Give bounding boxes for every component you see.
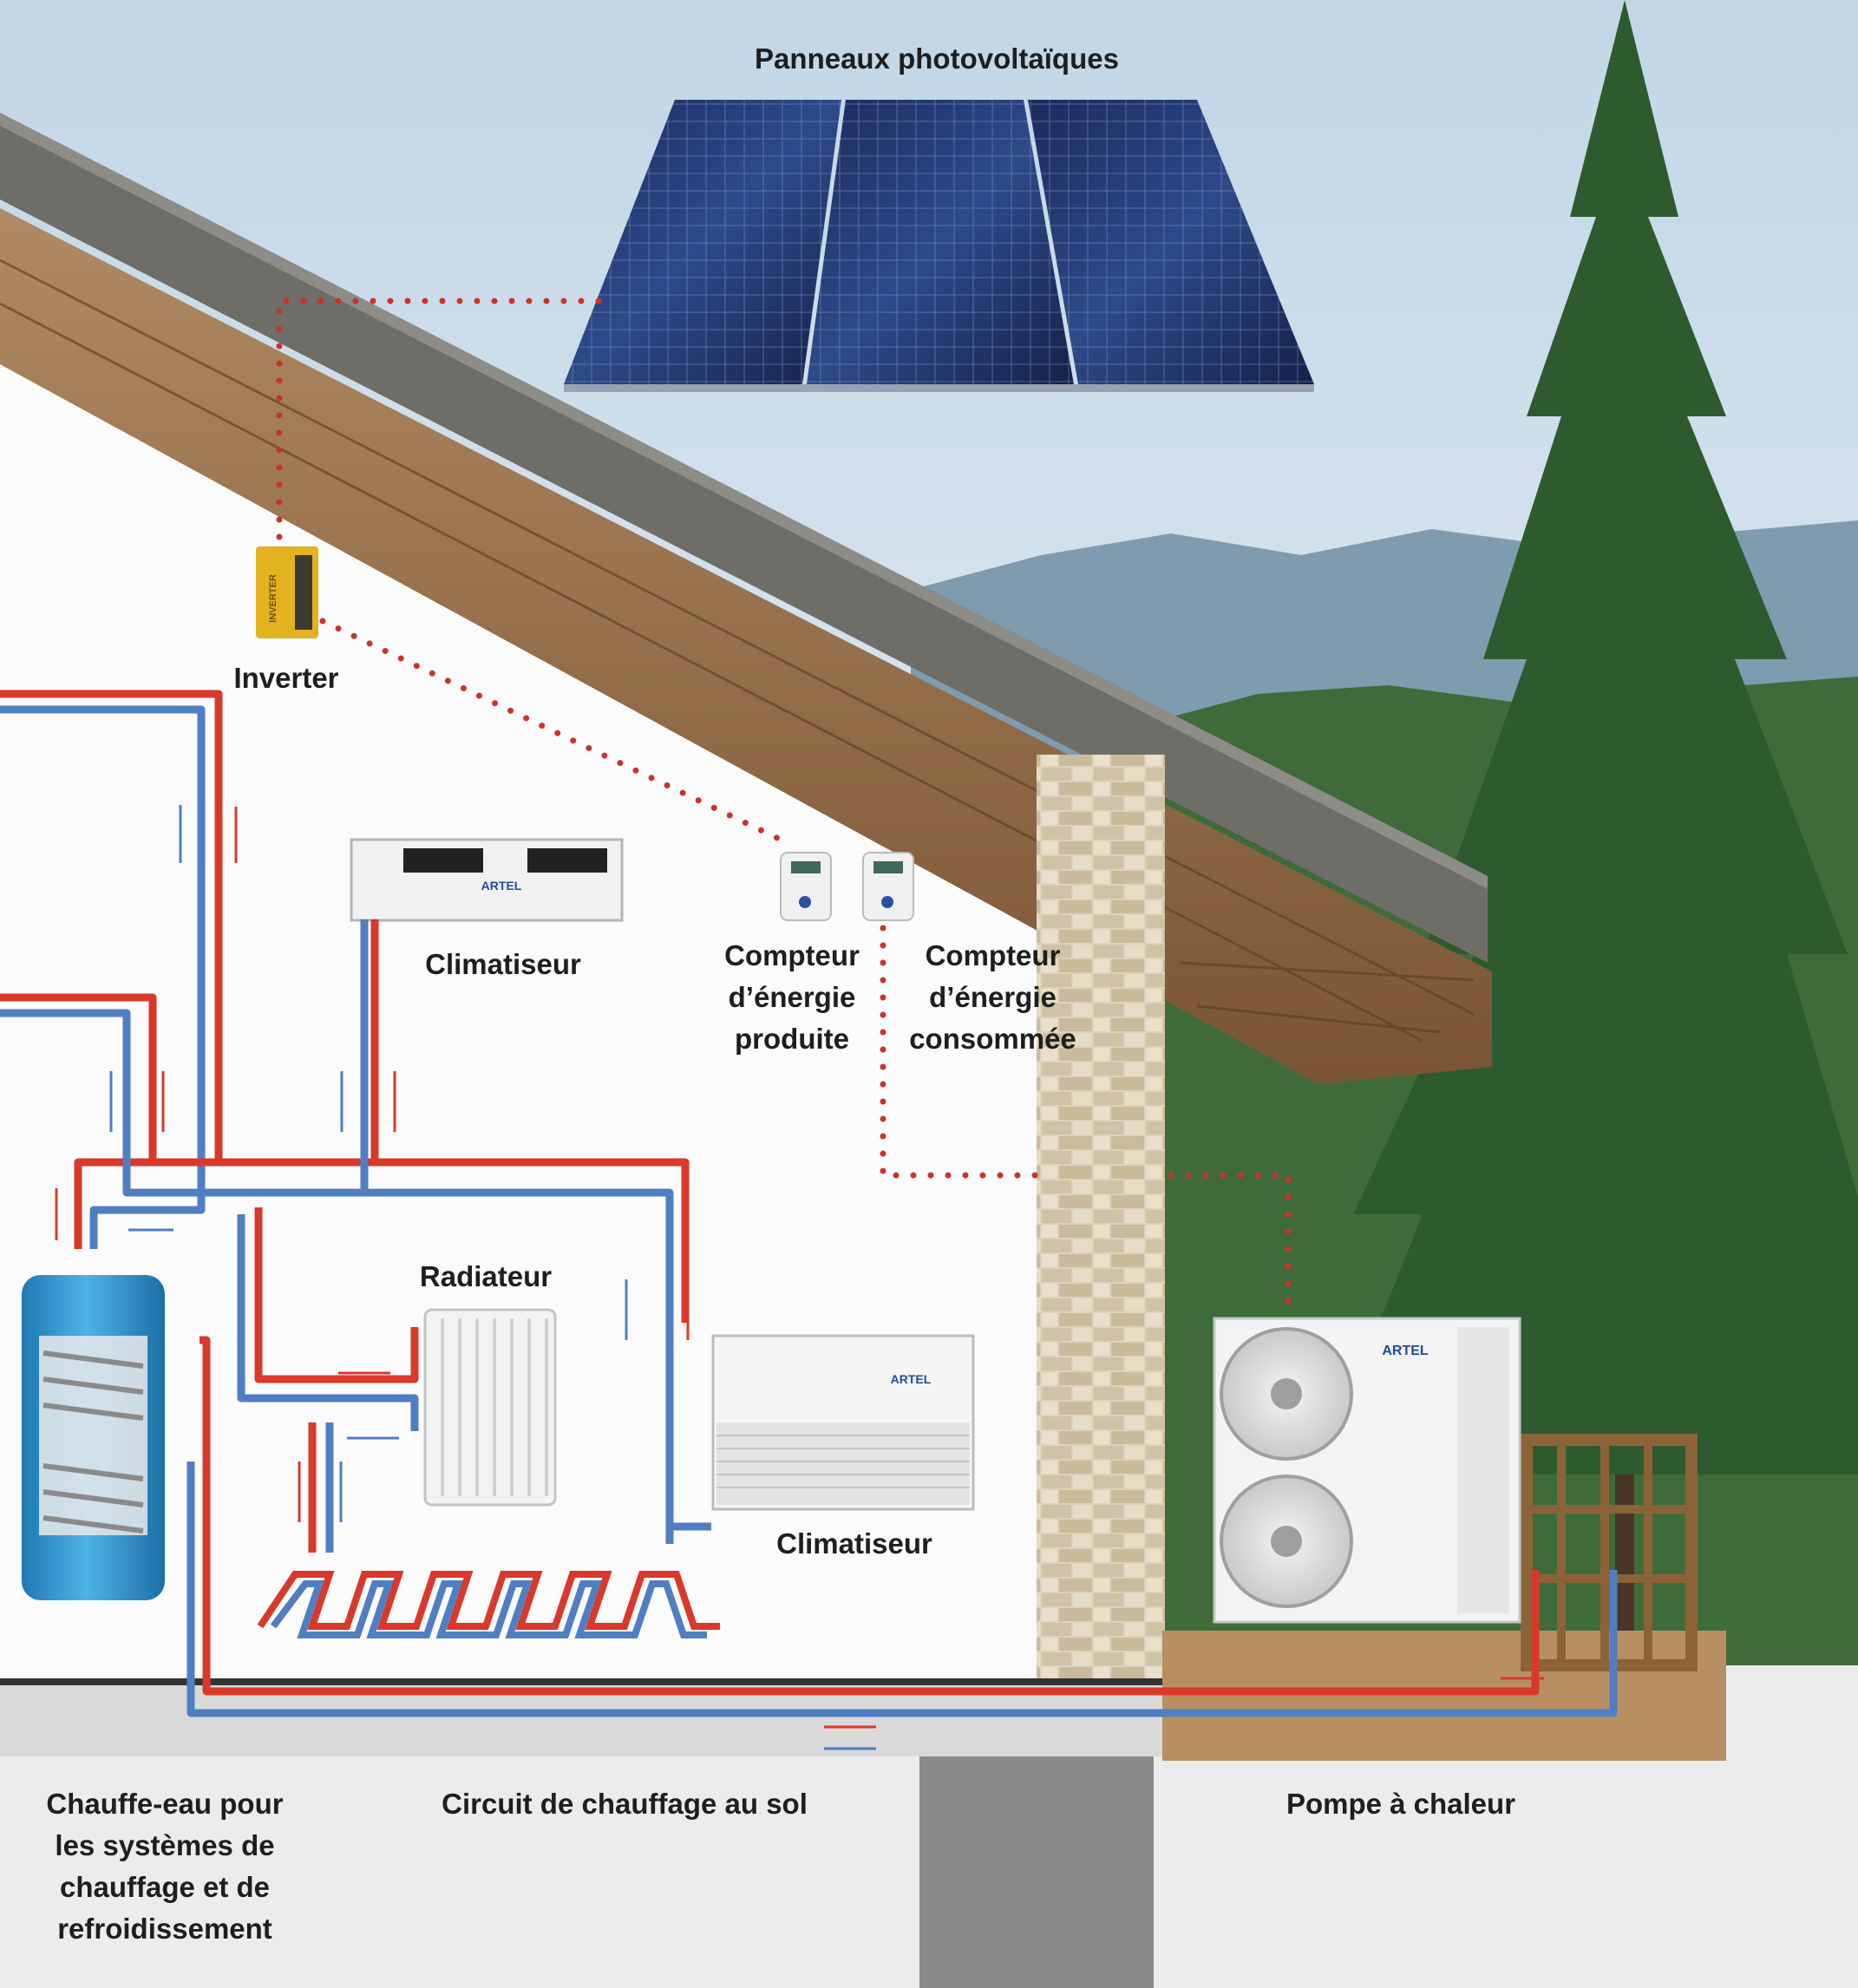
label-water-heater-line-2: les systèmes de xyxy=(55,1829,275,1861)
label-meter-consumed-line-2: d’énergie xyxy=(929,981,1057,1013)
label-inverter: Inverter xyxy=(233,662,339,694)
label-meter-consumed-line-1: Compteur xyxy=(925,939,1061,971)
stone-column xyxy=(1037,755,1165,1691)
label-water-heater-line-4: refroidissement xyxy=(57,1913,272,1945)
label-ducted-ac: Climatiseur xyxy=(425,948,581,980)
label-heat-pump: Pompe à chaleur xyxy=(1286,1788,1516,1820)
heat-pump-brand: ARTEL xyxy=(1382,1344,1429,1358)
pipes xyxy=(0,690,1618,1717)
label-meter-consumed: Compteur d’énergie consommée xyxy=(886,935,1099,1060)
signal-lines xyxy=(276,298,1292,1313)
floor-ac-unit: ARTEL xyxy=(711,1334,975,1511)
label-meter-produced-line-2: d’énergie xyxy=(728,981,856,1013)
support-pillar xyxy=(919,1752,1154,1988)
roof-metal xyxy=(0,113,1488,963)
label-water-heater-line-3: chauffage et de xyxy=(59,1871,271,1903)
energy-meter-produced xyxy=(780,852,832,921)
label-meter-produced-line-3: produite xyxy=(735,1023,849,1055)
energy-meter-consumed xyxy=(862,852,914,921)
label-floor-heating: Circuit de chauffage au sol xyxy=(442,1788,808,1820)
label-meter-produced: Compteur d’énergie produite xyxy=(701,935,883,1060)
radiator xyxy=(423,1308,557,1507)
floor-line xyxy=(0,1678,1162,1685)
deck xyxy=(1162,1631,1726,1761)
label-water-heater-line-1: Chauffe-eau pour xyxy=(46,1788,284,1820)
label-radiator: Radiateur xyxy=(419,1260,553,1292)
water-heater-tank xyxy=(22,1275,165,1600)
label-meter-produced-line-1: Compteur xyxy=(724,939,860,971)
pine-tree xyxy=(1318,0,1858,1648)
ducted-ac-brand: ARTEL xyxy=(481,879,522,893)
label-solar-panels: Panneaux photovoltaïques xyxy=(755,43,1119,75)
solar-panels xyxy=(564,100,1314,392)
floor-heating-loop xyxy=(257,1571,720,1638)
inverter-device: INVERTER xyxy=(256,546,318,638)
label-floor-ac: Climatiseur xyxy=(776,1527,932,1560)
flow-arrows xyxy=(55,805,1544,1750)
ducted-ac-unit: ARTEL xyxy=(350,838,624,922)
floor-ac-brand: ARTEL xyxy=(891,1372,932,1386)
label-meter-consumed-line-3: consommée xyxy=(909,1023,1076,1055)
inverter-display-text: INVERTER xyxy=(268,574,278,623)
heat-pump-unit: ARTEL xyxy=(1213,1317,1521,1624)
label-water-heater: Chauffe-eau pour les systèmes de chauffa… xyxy=(0,1783,330,1950)
roof-wood-grain xyxy=(0,258,1475,1043)
deck-rail-bars xyxy=(1527,1440,1691,1665)
roof-metal-highlight xyxy=(0,113,1488,889)
